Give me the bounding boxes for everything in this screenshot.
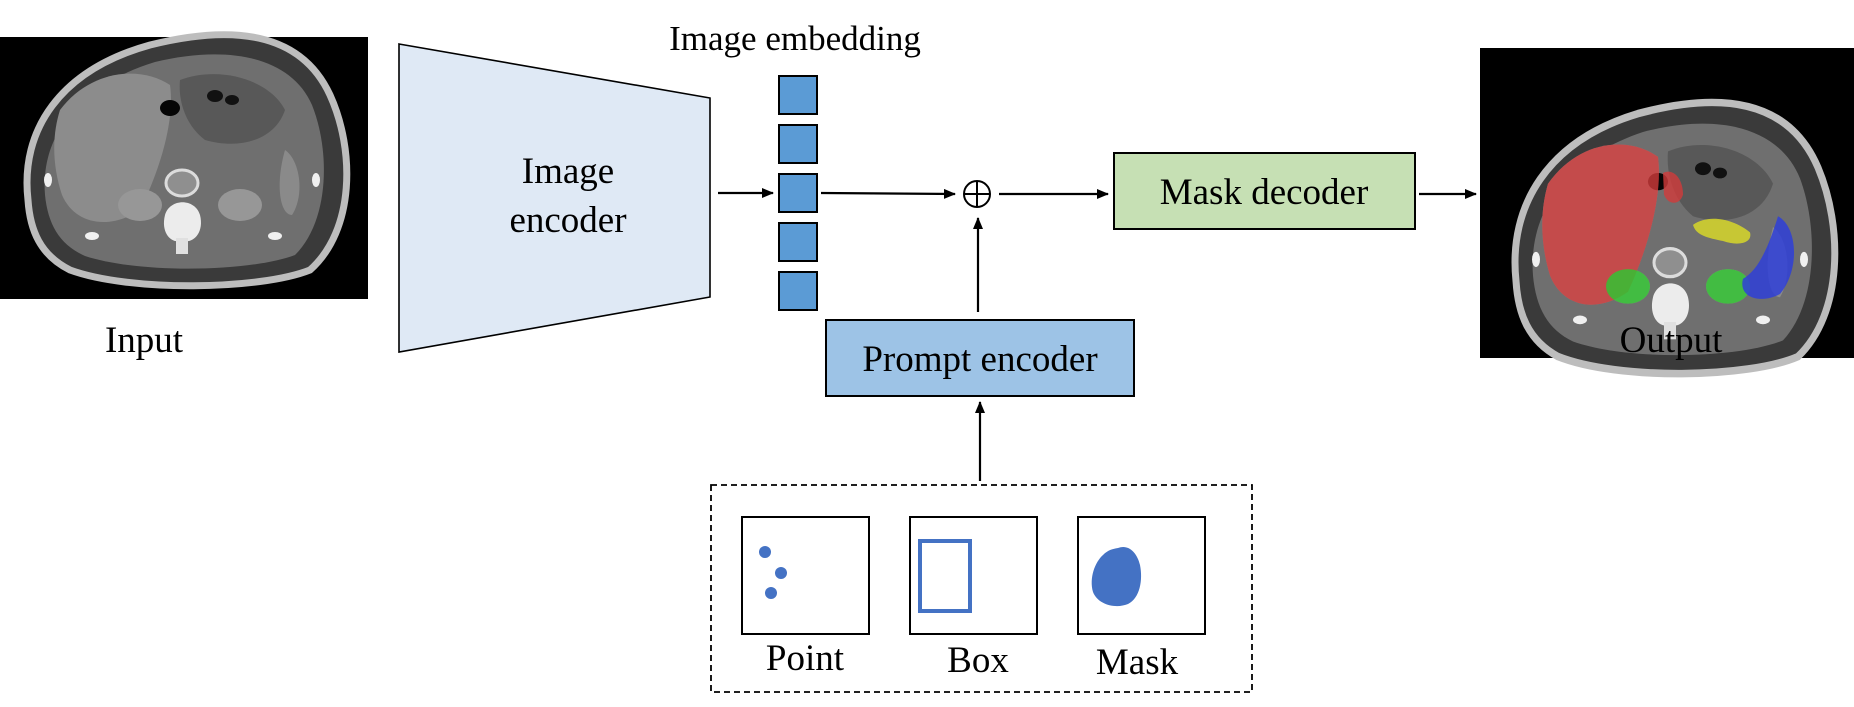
input-label: Input xyxy=(105,320,184,361)
mask-decoder-label: Mask decoder xyxy=(1160,172,1369,213)
embedding-cell xyxy=(778,75,818,115)
segmentation-left-kidney xyxy=(1706,269,1750,304)
box-icon xyxy=(918,539,972,613)
arrow-embedding-to-combine xyxy=(820,188,956,199)
embedding-cell xyxy=(778,124,818,164)
output-segmented-image xyxy=(1480,48,1854,374)
prompt-encoder-block xyxy=(825,319,1135,397)
image-encoder-label-line1: Image xyxy=(522,151,614,192)
image-embedding-label: Image embedding xyxy=(669,19,921,58)
embedding-cell xyxy=(778,271,818,311)
segmentation-pancreas xyxy=(1693,218,1751,244)
point-prompt-label: Point xyxy=(766,638,845,679)
combine-symbol xyxy=(963,180,991,208)
input-ct-image xyxy=(0,35,368,299)
prompt-encoder-label: Prompt encoder xyxy=(862,339,1097,380)
embedding-cell xyxy=(778,222,818,262)
mask-prompt-label: Mask xyxy=(1096,642,1179,683)
segmentation-liver xyxy=(1542,144,1659,305)
embedding-cell xyxy=(778,173,818,213)
image-encoder-label-line2: encoder xyxy=(509,200,626,241)
segmentation-right-kidney xyxy=(1606,269,1650,304)
point-prompt xyxy=(741,516,870,635)
segmentation-spleen xyxy=(1742,216,1795,299)
output-label: Output xyxy=(1620,320,1724,361)
points-icon xyxy=(765,587,777,599)
mask-blob-icon xyxy=(1091,546,1142,607)
box-prompt-label: Box xyxy=(947,640,1009,681)
mask-prompt xyxy=(1077,516,1206,635)
segmentation-gallbladder xyxy=(1663,171,1683,203)
mask-decoder-block xyxy=(1113,152,1416,230)
image-encoder-block xyxy=(398,43,711,353)
points-icon xyxy=(775,567,787,579)
box-prompt xyxy=(909,516,1038,635)
points-icon xyxy=(759,546,771,558)
image-embedding-stack xyxy=(778,75,818,311)
prompts-group xyxy=(710,484,1253,693)
